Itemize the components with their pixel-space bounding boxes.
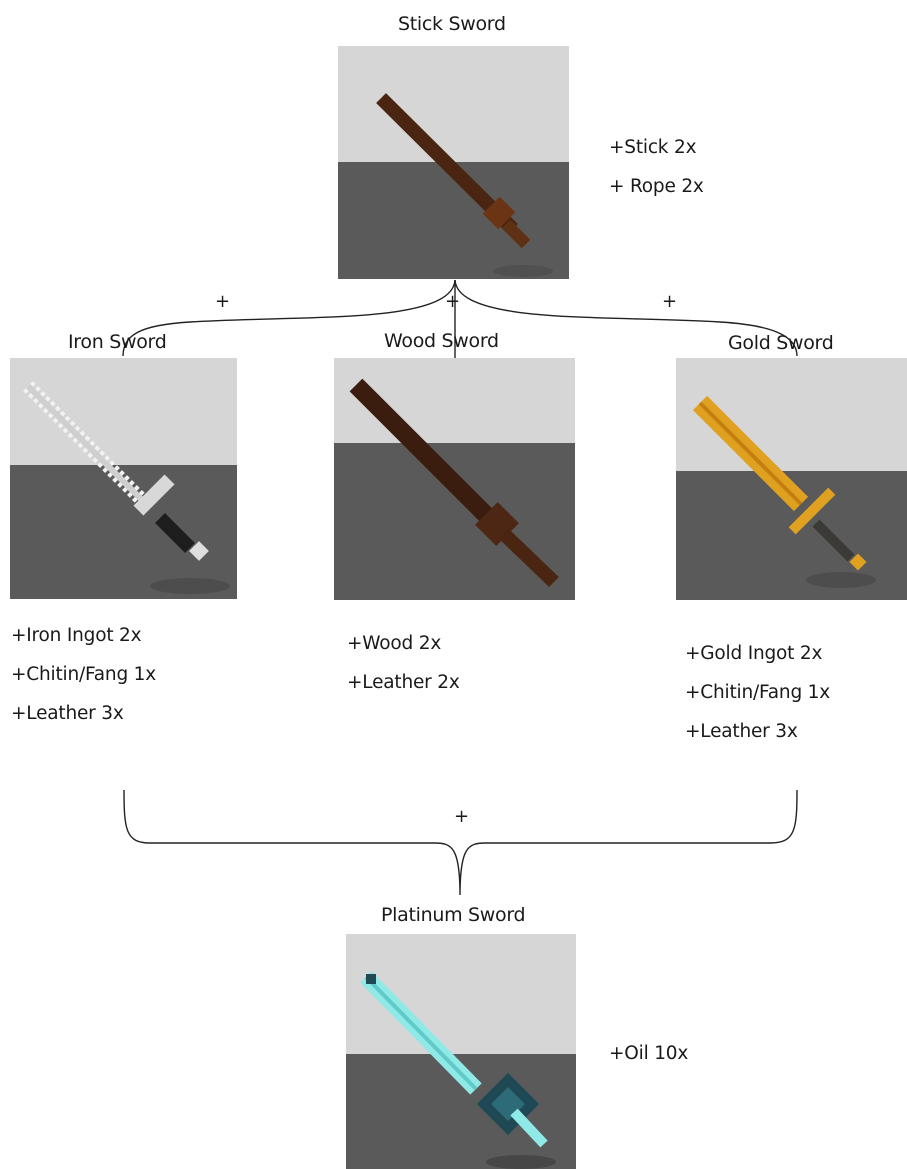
recipe-line: +Stick 2x [609,137,697,158]
gold-sword-title: Gold Sword [728,332,834,354]
iron-sword-image [10,358,237,599]
recipe-line: +Leather 3x [685,721,798,742]
recipe-line: +Leather 3x [11,703,124,724]
plus-iron: + [215,291,231,312]
wood-sword-recipe: +Wood 2x +Leather 2x [347,624,460,702]
recipe-line: +Wood 2x [347,633,442,654]
recipe-line: + Rope 2x [609,176,704,197]
stick-sword-title: Stick Sword [398,13,506,35]
wood-sword-title: Wood Sword [384,330,499,352]
recipe-line: +Chitin/Fang 1x [11,664,156,685]
wood-sword-image [334,358,575,600]
stick-sword-recipe: +Stick 2x + Rope 2x [609,128,704,206]
platinum-sword-recipe: +Oil 10x [609,1034,688,1073]
stick-sword-icon [376,93,553,277]
recipe-line: +Gold Ingot 2x [685,643,823,664]
recipe-line: +Chitin/Fang 1x [685,682,830,703]
iron-sword-recipe: +Iron Ingot 2x +Chitin/Fang 1x +Leather … [11,616,156,733]
stick-sword-image [338,46,569,279]
wood-sword-icon [349,378,559,588]
platinum-sword-image [346,934,576,1169]
recipe-line: +Oil 10x [609,1043,689,1064]
plus-gold: + [662,291,678,312]
recipe-line: +Leather 2x [347,672,460,693]
iron-sword-title: Iron Sword [68,331,167,353]
platinum-sword-icon [360,971,556,1169]
gold-sword-image [676,358,907,600]
recipe-line: +Iron Ingot 2x [11,625,142,646]
gold-sword-icon [692,395,876,588]
gold-sword-recipe: +Gold Ingot 2x +Chitin/Fang 1x +Leather … [685,634,830,751]
iron-sword-icon [23,381,230,594]
platinum-sword-title: Platinum Sword [381,904,526,926]
plus-platinum: + [454,806,470,827]
plus-wood: + [445,291,461,312]
